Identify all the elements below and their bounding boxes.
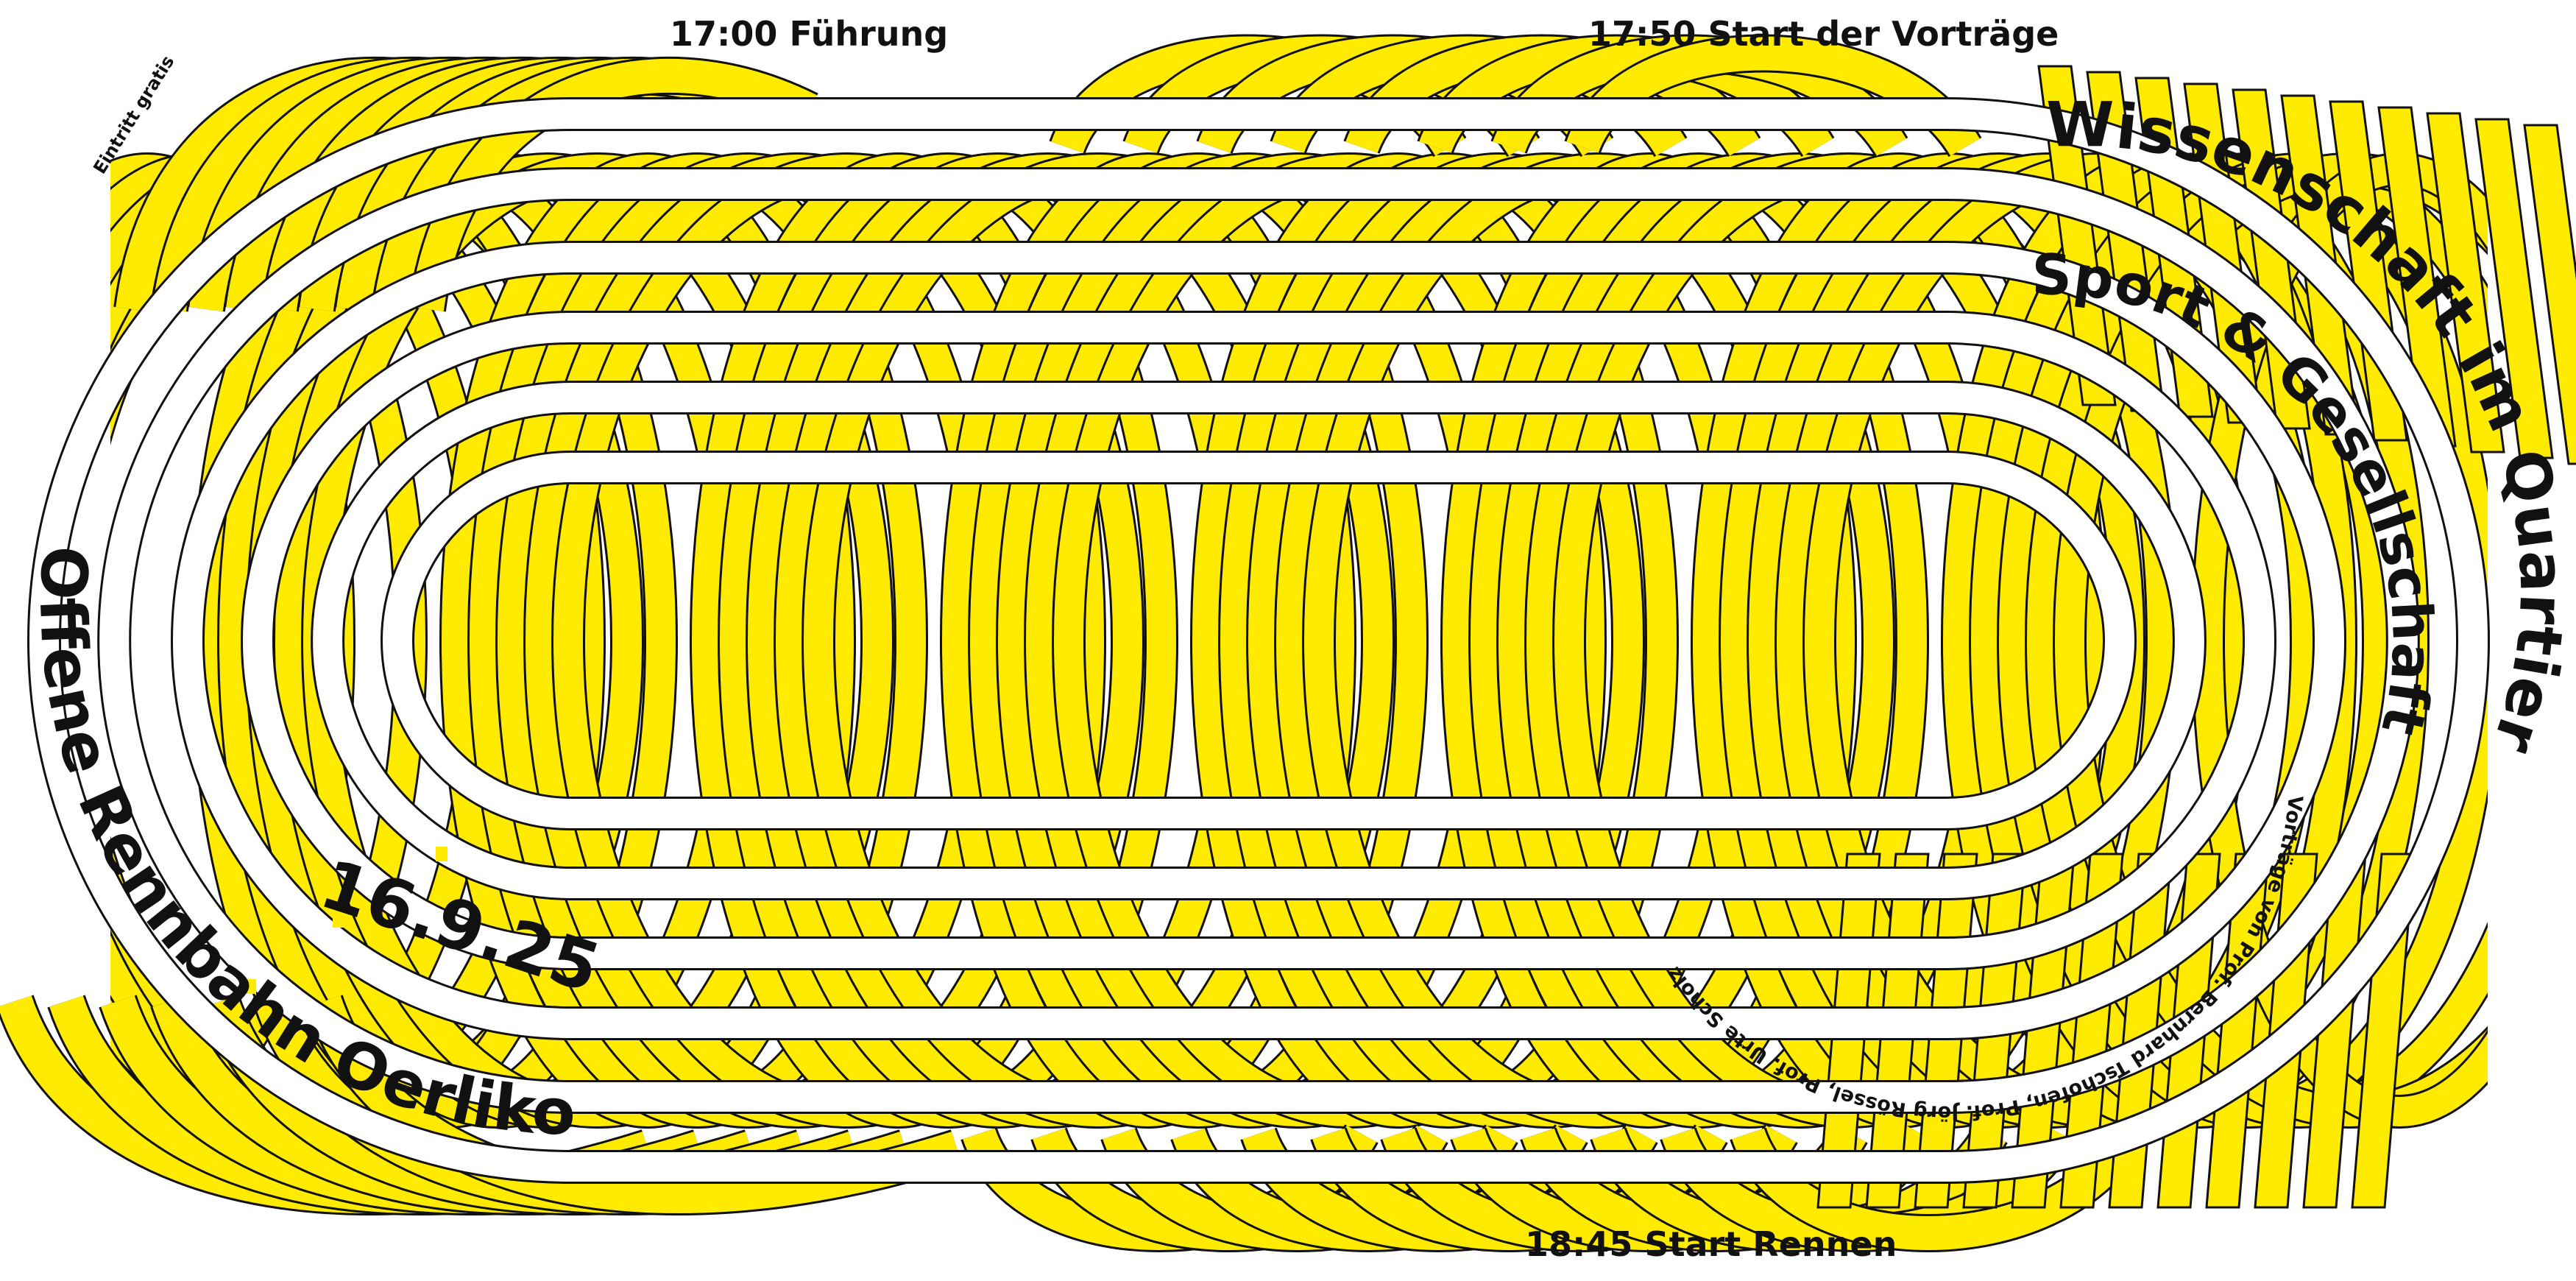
track-lanes <box>27 97 2490 1184</box>
schedule-talks: 17:50 Start der Vorträge <box>1588 14 2059 54</box>
lane-white <box>313 383 2204 898</box>
top-right-slanted-bar <box>2426 112 2505 454</box>
bottom-right-slanted-bar <box>2351 853 2416 1209</box>
top-left-arc-fill <box>410 58 818 312</box>
lane-white <box>243 313 2274 968</box>
lane-gap <box>244 979 256 994</box>
lane-white <box>99 169 2418 1112</box>
top-right-slanted-bar <box>2474 118 2554 459</box>
schedule-tour: 17:00 Führung <box>670 14 948 54</box>
lane-white <box>173 243 2344 1038</box>
top-right-slanted-bar <box>2523 124 2576 465</box>
lane-white <box>29 99 2488 1182</box>
lane-white <box>383 453 2134 828</box>
top-right-slanted-bar <box>2377 106 2457 448</box>
lane-gap <box>333 913 344 928</box>
schedule-race: 18:45 Start Rennen <box>1525 1224 1897 1264</box>
lane-gap <box>436 847 447 861</box>
